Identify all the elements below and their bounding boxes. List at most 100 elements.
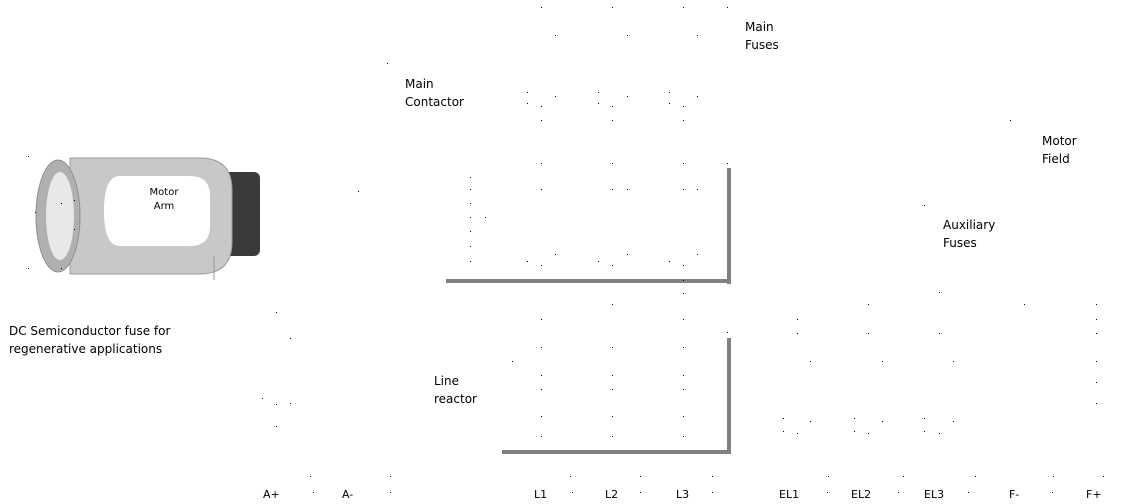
wiring-dot bbox=[868, 333, 869, 334]
wiring-dot bbox=[783, 431, 784, 432]
wiring-dot bbox=[1096, 361, 1097, 362]
wiring-dot bbox=[683, 120, 684, 121]
wiring-dot bbox=[276, 312, 277, 313]
wiring-dot bbox=[697, 96, 698, 97]
wiring-dot bbox=[627, 189, 628, 190]
wiring-dot bbox=[697, 189, 698, 190]
dc-fuse-note: DC Semiconductor fuse for regenerative a… bbox=[9, 324, 171, 356]
wiring-dot bbox=[612, 106, 613, 107]
wiring-dot bbox=[1103, 476, 1104, 477]
wiring-dot bbox=[470, 246, 471, 247]
wiring-dot bbox=[683, 7, 684, 8]
wiring-dot bbox=[470, 261, 471, 262]
wiring-dot bbox=[939, 292, 940, 293]
wiring-dot bbox=[683, 416, 684, 417]
wiring-dot bbox=[1096, 333, 1097, 334]
terminal-l1: L1 bbox=[534, 488, 548, 501]
wiring-dot bbox=[541, 265, 542, 266]
wiring-dot bbox=[612, 389, 613, 390]
wiring-dot bbox=[527, 103, 528, 104]
wiring-dot bbox=[470, 217, 471, 218]
wiring-dot bbox=[727, 7, 728, 8]
wiring-dot bbox=[683, 293, 684, 294]
wiring-dot bbox=[612, 416, 613, 417]
wiring-dot bbox=[924, 418, 925, 419]
wiring-dot bbox=[828, 476, 829, 477]
wiring-dot bbox=[683, 265, 684, 266]
wiring-dot bbox=[1096, 304, 1097, 305]
wiring-dot bbox=[541, 7, 542, 8]
wiring-dot bbox=[358, 191, 359, 192]
wiring-dot bbox=[1096, 403, 1097, 404]
wiring-dot bbox=[527, 261, 528, 262]
wiring-dot bbox=[797, 333, 798, 334]
reactor-bracket-vertical bbox=[727, 338, 731, 454]
terminal-el3: EL3 bbox=[924, 488, 945, 501]
wiring-dot bbox=[683, 189, 684, 190]
wiring-dot bbox=[854, 418, 855, 419]
wiring-dot bbox=[470, 177, 471, 178]
wiring-dot bbox=[627, 35, 628, 36]
terminal-el1: EL1 bbox=[779, 488, 800, 501]
wiring-dot bbox=[924, 205, 925, 206]
wiring-dot bbox=[612, 375, 613, 376]
wiring-dot bbox=[683, 436, 684, 437]
wiring-dot bbox=[975, 476, 976, 477]
wiring-dot bbox=[1096, 382, 1097, 383]
terminal-l3: L3 bbox=[676, 488, 690, 501]
wiring-dot bbox=[598, 261, 599, 262]
contactor-bracket-horizontal bbox=[446, 279, 731, 283]
wiring-dot bbox=[827, 492, 828, 493]
wiring-dot bbox=[612, 120, 613, 121]
wiring-dot bbox=[541, 163, 542, 164]
wiring-dot bbox=[712, 492, 713, 493]
wiring-dot bbox=[74, 229, 75, 230]
wiring-dot bbox=[276, 426, 277, 427]
wiring-dot bbox=[290, 338, 291, 339]
wiring-dot bbox=[541, 189, 542, 190]
wiring-dot bbox=[612, 7, 613, 8]
wiring-dot bbox=[797, 319, 798, 320]
wiring-dot bbox=[541, 106, 542, 107]
main-contactor-label: Main Contactor bbox=[405, 77, 464, 109]
wiring-dot bbox=[953, 421, 954, 422]
wiring-dot bbox=[485, 217, 486, 218]
wiring-dot bbox=[541, 347, 542, 348]
wiring-dot bbox=[683, 347, 684, 348]
wiring-dot bbox=[290, 403, 291, 404]
wiring-dot bbox=[1053, 476, 1054, 477]
wiring-dot bbox=[512, 361, 513, 362]
wiring-dot bbox=[727, 332, 728, 333]
wiring-dot bbox=[61, 268, 62, 269]
wiring-dot bbox=[669, 261, 670, 262]
wiring-dot bbox=[683, 319, 684, 320]
wiring-dot bbox=[868, 304, 869, 305]
wiring-dot bbox=[854, 431, 855, 432]
wiring-dot bbox=[868, 433, 869, 434]
wiring-dot bbox=[612, 436, 613, 437]
wiring-dot bbox=[390, 492, 391, 493]
terminal-l2: L2 bbox=[605, 488, 619, 501]
wiring-dot bbox=[683, 106, 684, 107]
wiring-dot bbox=[310, 476, 311, 477]
wiring-dot bbox=[276, 404, 277, 405]
wiring-dot bbox=[570, 476, 571, 477]
wiring-dot bbox=[612, 347, 613, 348]
wiring-dot bbox=[541, 416, 542, 417]
wiring-dot bbox=[683, 375, 684, 376]
wiring-dot bbox=[470, 231, 471, 232]
motor-arm-label: Motor Arm bbox=[149, 187, 179, 212]
wiring-dot bbox=[61, 203, 62, 204]
wiring-dot bbox=[541, 120, 542, 121]
wiring-dot bbox=[28, 156, 29, 157]
wiring-dot bbox=[572, 492, 573, 493]
wiring-dot bbox=[1024, 304, 1025, 305]
wiring-dot bbox=[612, 163, 613, 164]
wiring-dot bbox=[697, 35, 698, 36]
wiring-dot bbox=[74, 200, 75, 201]
wiring-dot bbox=[612, 304, 613, 305]
main-fuses-label: Main Fuses bbox=[745, 20, 779, 52]
wiring-dot bbox=[640, 476, 641, 477]
terminal-a-plus: A+ bbox=[263, 488, 280, 501]
line-reactor-label: Line reactor bbox=[434, 374, 477, 406]
